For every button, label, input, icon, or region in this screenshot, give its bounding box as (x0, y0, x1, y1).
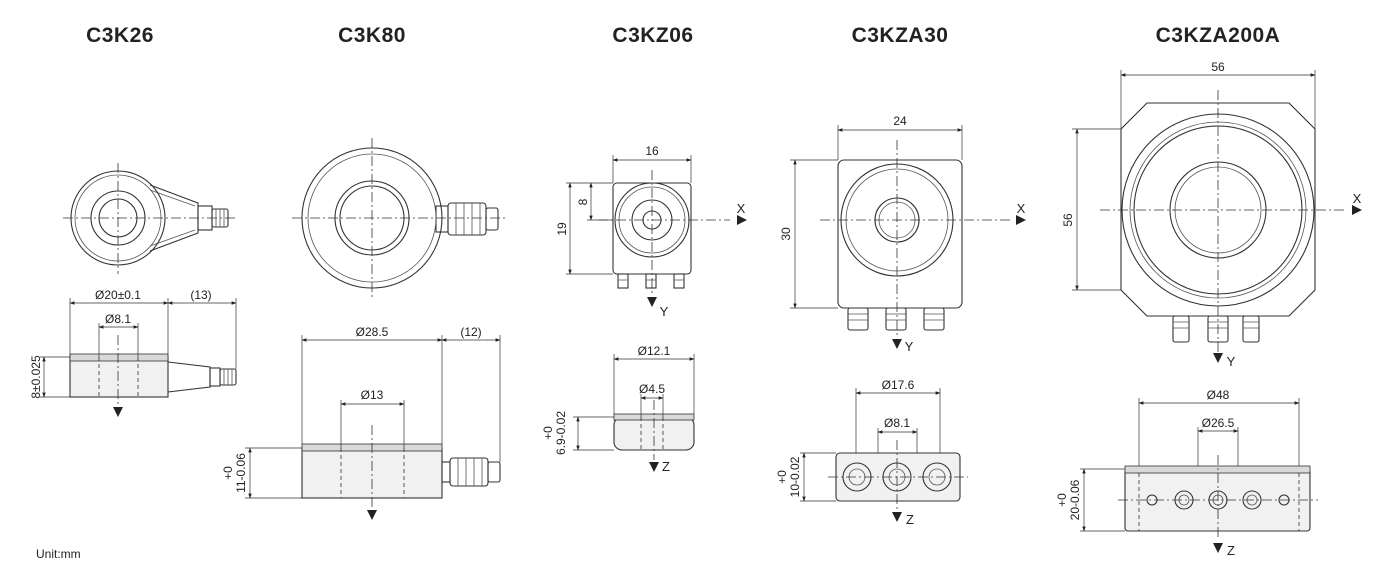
dim-c3k26-id: Ø8.1 (105, 312, 131, 326)
axis-label-y: Y (1227, 354, 1236, 369)
axis-label-z: Z (1227, 543, 1235, 558)
dim-c3k26-od: Ø20±0.1 (95, 288, 141, 302)
dim-c3kz06-width: 16 (645, 144, 659, 158)
dim-c3kza30-thickness: 10-0.02 (788, 456, 802, 497)
dim-c3k80-od: Ø28.5 (356, 325, 389, 339)
dim-c3kz06-id: Ø4.5 (639, 382, 665, 396)
c3k26-side-view (40, 298, 237, 417)
axis-label-x: X (1353, 191, 1362, 206)
dim-c3k80-tol: +0 (221, 466, 235, 480)
dim-c3kza30-height: 30 (779, 227, 793, 241)
dim-c3kz06-od: Ø12.1 (638, 344, 671, 358)
axis-label-z: Z (906, 512, 914, 527)
model-title-c3k80: C3K80 (338, 24, 406, 47)
axis-label-y: Y (905, 339, 914, 354)
dim-c3kza200a-height: 56 (1061, 213, 1075, 227)
model-title-c3kz06: C3KZ06 (612, 24, 694, 47)
axis-label-y: Y (660, 304, 669, 319)
axis-label-x: X (1017, 201, 1026, 216)
dim-c3kza200a-width: 56 (1211, 60, 1225, 74)
dim-c3kza30-od: Ø17.6 (882, 378, 915, 392)
c3kza200a-side-view (1080, 398, 1318, 553)
unit-label: Unit:mm (36, 547, 81, 561)
dim-c3kza200a-thickness: 20-0.06 (1068, 479, 1082, 520)
dim-c3kza30-width: 24 (893, 114, 907, 128)
dim-c3kza30-id: Ø8.1 (884, 416, 910, 430)
c3k80-side-view (245, 335, 501, 520)
c3k80-top-view (292, 138, 508, 298)
model-title-c3k26: C3K26 (86, 24, 154, 47)
c3kza30-top-view (790, 125, 1026, 349)
dim-c3kz06-height: 19 (555, 222, 569, 236)
c3kza200a-top-view (1072, 70, 1362, 363)
dim-c3k80-cable: (12) (460, 325, 481, 339)
model-title-c3kza30: C3KZA30 (851, 24, 949, 47)
model-title-c3kza200a: C3KZA200A (1155, 24, 1281, 47)
dim-c3k26-cable: (13) (190, 288, 211, 302)
dim-c3k80-height: 11-0.06 (234, 453, 248, 493)
c3kz06-side-view (573, 354, 695, 472)
c3kza30-side-view (800, 388, 968, 522)
dim-c3kza200a-od: Ø48 (1207, 388, 1230, 402)
dim-c3kz06-thickness: 6.9-0.02 (554, 411, 568, 455)
dim-c3kz06-tol: +0 (541, 426, 555, 440)
c3kz06-top-view (566, 155, 747, 307)
dim-c3kza200a-tol: +0 (1055, 493, 1069, 507)
dim-c3kza30-tol: +0 (775, 470, 789, 484)
dim-c3kz06-offset: 8 (576, 198, 590, 205)
c3k26-top-view (63, 163, 238, 274)
axis-label-x: X (737, 201, 746, 216)
dim-c3kza200a-id: Ø26.5 (1202, 416, 1235, 430)
dim-c3k80-id: Ø13 (361, 388, 384, 402)
axis-label-z: Z (662, 459, 670, 474)
dim-c3k26-height: 8±0.025 (29, 355, 43, 399)
